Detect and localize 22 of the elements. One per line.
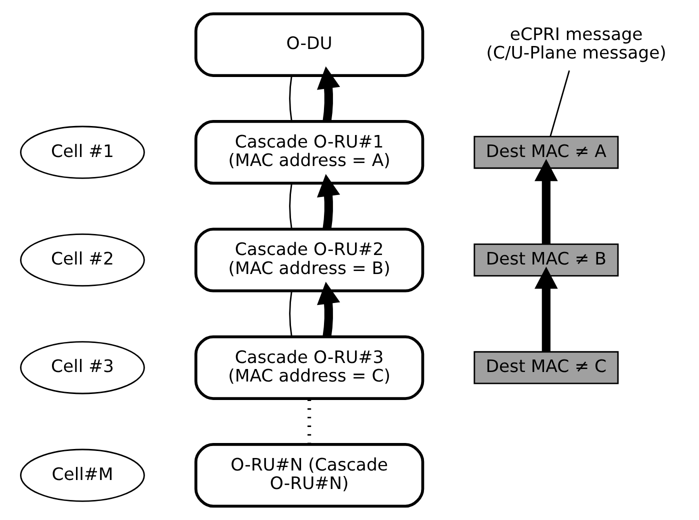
connector [289, 183, 292, 229]
node-ellipse: Cell #2 [20, 233, 145, 287]
node-ellipse: Cell#M [20, 448, 145, 502]
node-box: Dest MAC ≠ A [474, 136, 619, 169]
arrow [534, 266, 558, 352]
arrow [316, 174, 340, 230]
connector [289, 75, 292, 122]
node-box: Cascade O-RU#2 (MAC address = B) [194, 228, 424, 292]
connector [289, 290, 292, 337]
node-text: eCPRI message (C/U-Plane message) [486, 24, 666, 64]
connector [550, 70, 570, 137]
node-ellipse: Cell #1 [20, 126, 145, 179]
node-box: Dest MAC ≠ C [474, 351, 619, 384]
node-box: Cascade O-RU#3 (MAC address = C) [194, 335, 424, 400]
node-box: Dest MAC ≠ B [474, 244, 619, 276]
arrow [316, 66, 340, 122]
arrow [316, 282, 340, 338]
arrow [534, 158, 558, 244]
node-box: O-RU#N (Cascade O-RU#N) [194, 443, 424, 508]
node-ellipse: Cell #3 [20, 341, 145, 394]
node-box: O-DU [194, 12, 424, 77]
node-box: Cascade O-RU#1 (MAC address = A) [194, 120, 424, 185]
